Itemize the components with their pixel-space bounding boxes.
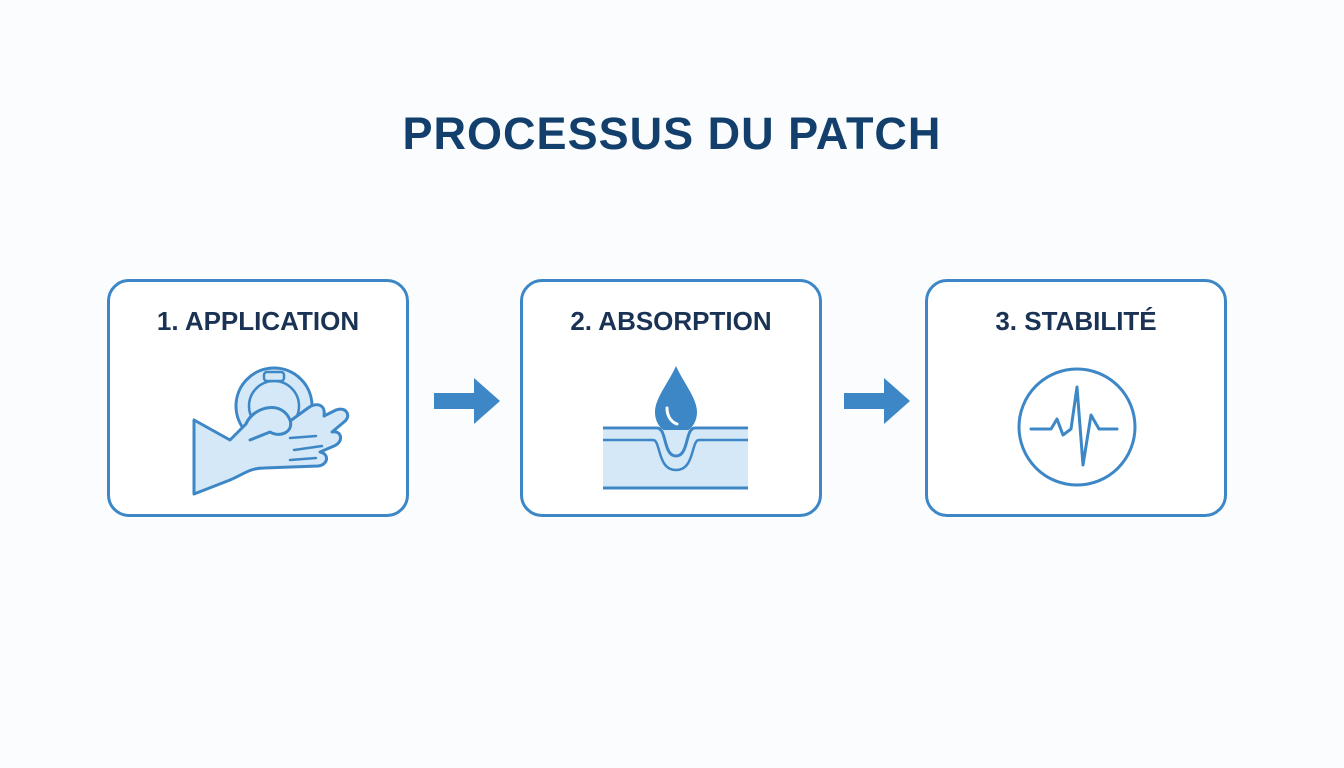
arrow-right-icon <box>844 378 910 424</box>
step-card-absorption: 2. ABSORPTION <box>520 279 822 517</box>
arrow-right-icon <box>434 378 500 424</box>
step-label: 3. STABILITÉ <box>995 306 1157 336</box>
drop-into-skin-icon <box>603 366 748 490</box>
page-title: PROCESSUS DU PATCH <box>402 108 942 159</box>
step-label: 2. ABSORPTION <box>570 306 772 336</box>
step-label: 1. APPLICATION <box>156 306 360 336</box>
heartbeat-circle-icon <box>1017 367 1137 487</box>
hand-applying-patch-icon <box>192 366 350 496</box>
step-card-application: 1. APPLICATION <box>107 279 409 517</box>
step-card-stabilite: 3. STABILITÉ <box>925 279 1227 517</box>
